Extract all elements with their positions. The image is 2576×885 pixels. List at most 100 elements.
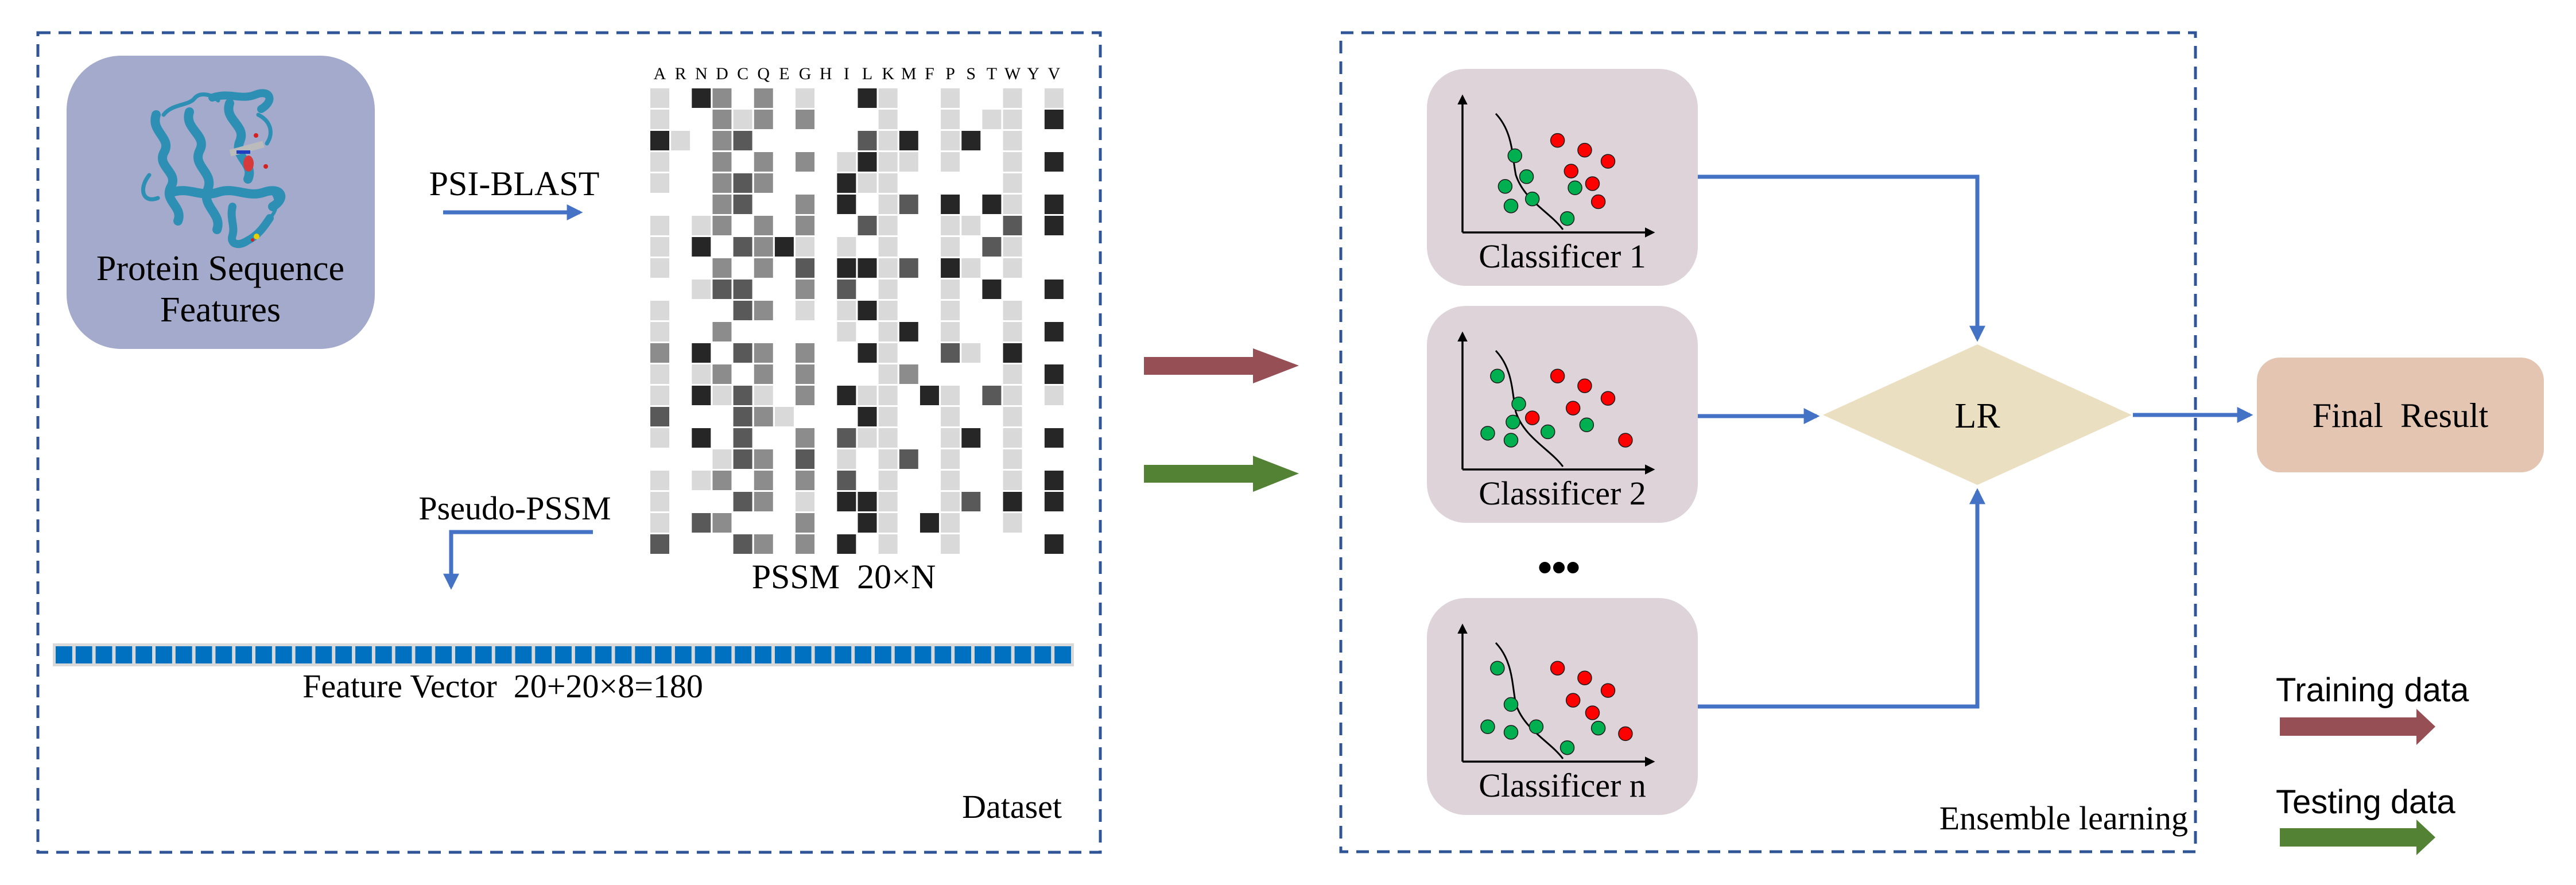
pssm-cell [858,386,877,405]
pssm-cell [878,216,898,235]
lr-label: LR [1954,397,2000,436]
pssm-cell [796,471,815,490]
pssm-cell [796,386,815,405]
pssm-cell [982,386,1002,405]
pssm-cell [1044,471,1064,490]
pssm-cell [1003,364,1022,384]
pssm-cell [796,237,815,257]
pssm-cell [1044,195,1064,214]
pssm-cell [1003,301,1022,320]
pssm-cell [1003,237,1022,257]
pssm-cell [712,449,732,469]
pssm-cell [650,343,669,363]
final-result-background [2257,358,2544,472]
decision-boundary-curve [1495,350,1564,467]
pssm-cell [878,407,898,426]
feature-vector-segment [535,646,552,663]
pssm-cell [733,407,752,426]
pssm-cell [1044,364,1064,384]
pssm-cell [941,152,960,172]
pssm-cell [650,237,669,257]
pssm-cell [754,258,773,278]
feature-vector-segment [95,646,112,663]
pssm-cell [1003,513,1022,533]
pssm-cell [796,110,815,129]
pssm-cell [650,534,669,554]
feature-vector-segment [275,646,292,663]
pssm-cell [650,407,669,426]
pssm-cell [878,513,898,533]
negative-sample-point [1577,142,1592,158]
pssm-cell [837,237,856,257]
pssm-column-header: L [862,64,872,83]
pssm-cell [733,534,752,554]
pssm-cell [982,195,1002,214]
pssm-cell [837,492,856,511]
pssm-cell [941,322,960,341]
pssm-cell [858,88,877,108]
pssm-column-header: I [844,64,849,83]
dataset-section-border [36,31,1102,854]
pssm-cell [878,301,898,320]
pssm-cell [858,343,877,363]
feature-vector-segment [355,646,372,663]
feature-vector-segment [235,646,253,663]
pssm-cell [796,258,815,278]
protein-box-background [67,56,375,349]
pssm-column-header: Q [757,64,770,83]
pssm-cell [796,428,815,448]
pssm-matrix [650,88,1064,554]
pssm-cell [712,386,732,405]
negative-sample-point [1565,401,1581,416]
pssm-cell [941,471,960,490]
pssm-cell [796,364,815,384]
pssm-cell [1003,258,1022,278]
negative-sample-point [1550,661,1565,676]
feature-vector-bar [53,643,1074,666]
pssm-cell [878,173,898,193]
pssm-cell [650,492,669,511]
pssm-cell [837,534,856,554]
pssm-cell [1044,280,1064,299]
pssm-cell [878,88,898,108]
negative-sample-point [1550,368,1565,383]
pssm-column-header: R [675,64,686,83]
pssm-cell [941,131,960,150]
negative-sample-point [1550,133,1565,148]
feature-vector-segment [375,646,392,663]
positive-sample-point [1568,180,1582,195]
lr-diamond [1823,344,2132,485]
ensemble-section-label: Ensemble learning [1939,799,2188,837]
pssm-cell [920,513,939,533]
pssm-cell [961,343,981,363]
pssm-cell [712,173,732,193]
positive-sample-point [1559,740,1575,755]
pssm-column-header: F [925,64,934,83]
pssm-cell [1003,407,1022,426]
pssm-column-header: W [1004,64,1021,83]
pssm-cell [941,216,960,235]
pssm-cell [796,280,815,299]
pssm-cell [712,110,732,129]
legend-training-arrow [2280,709,2435,745]
pssm-cell [858,428,877,448]
pssm-cell [1003,428,1022,448]
pssm-cell [837,386,856,405]
positive-sample-point [1503,725,1519,740]
negative-sample-point [1600,154,1616,169]
pssm-cell [899,449,918,469]
feature-vector-segment [914,646,932,663]
psi-blast-label: PSI-BLAST [429,165,600,203]
positive-sample-point [1524,191,1540,207]
pssm-cell [733,386,752,405]
feature-vector-segment [435,646,452,663]
pssm-cell [650,428,669,448]
feature-vector-segment [75,646,92,663]
feature-vector-segment [1034,646,1052,663]
pssm-cell [692,88,711,108]
classifier-n-to-lr-connector [1698,488,1985,709]
feature-vector-segment [835,646,852,663]
pssm-cell [837,152,856,172]
pssm-cell [941,110,960,129]
decision-boundary-curve [1495,112,1564,230]
